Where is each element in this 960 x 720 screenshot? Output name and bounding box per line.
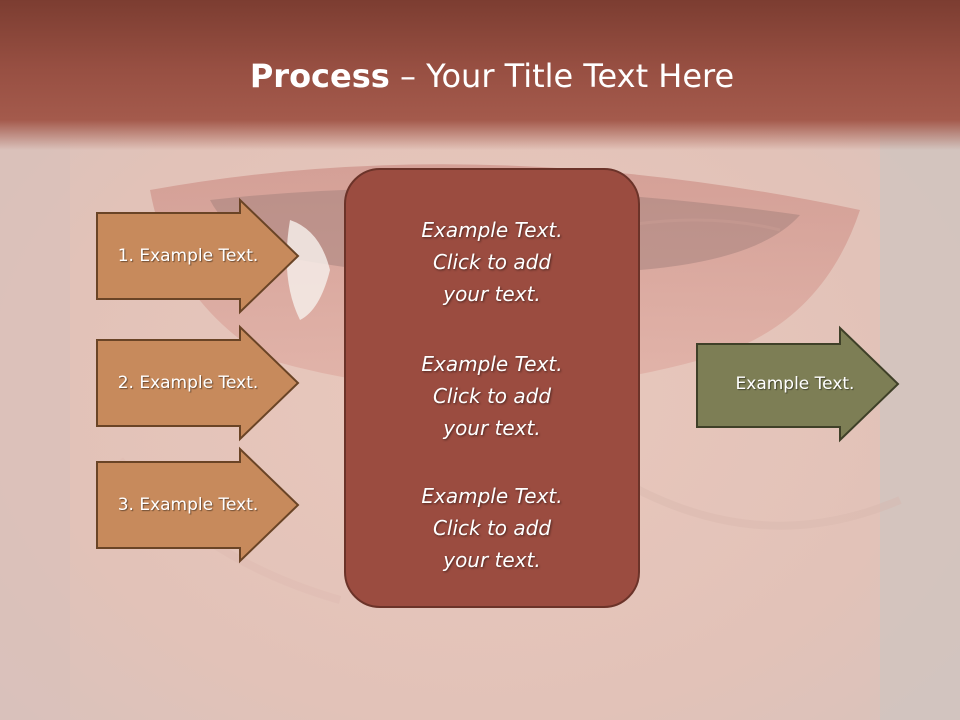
center-text-block-1[interactable]: Example Text. Click to add your text. (346, 214, 638, 310)
output-arrow[interactable]: Example Text. (696, 325, 900, 443)
center-line: your text. (443, 416, 541, 440)
output-arrow-label: Example Text. (735, 374, 855, 394)
center-line: your text. (443, 548, 541, 572)
center-line: Click to add (432, 384, 552, 408)
input-arrow-2[interactable]: 2. Example Text. (96, 324, 300, 442)
center-text-block-2[interactable]: Example Text. Click to add your text. (346, 348, 638, 444)
slide-title[interactable]: Process – Your Title Text Here (0, 54, 960, 98)
header-bar (0, 0, 960, 150)
center-line: Example Text. (421, 352, 563, 376)
input-arrow-label: 1. Example Text. (117, 246, 259, 266)
center-line: Click to add (432, 250, 552, 274)
center-text-block-3[interactable]: Example Text. Click to add your text. (346, 480, 638, 576)
input-arrow-label: 3. Example Text. (117, 495, 259, 515)
title-rest: – Your Title Text Here (389, 57, 735, 95)
center-line: Example Text. (421, 218, 563, 242)
input-arrow-3[interactable]: 3. Example Text. (96, 446, 300, 564)
title-bold: Process (249, 57, 390, 95)
center-line: Example Text. (421, 484, 563, 508)
center-line: your text. (443, 282, 541, 306)
center-line: Click to add (432, 516, 552, 540)
input-arrow-1[interactable]: 1. Example Text. (96, 197, 300, 315)
input-arrow-label: 2. Example Text. (117, 373, 259, 393)
center-process-box[interactable]: Example Text. Click to add your text. Ex… (344, 168, 640, 608)
